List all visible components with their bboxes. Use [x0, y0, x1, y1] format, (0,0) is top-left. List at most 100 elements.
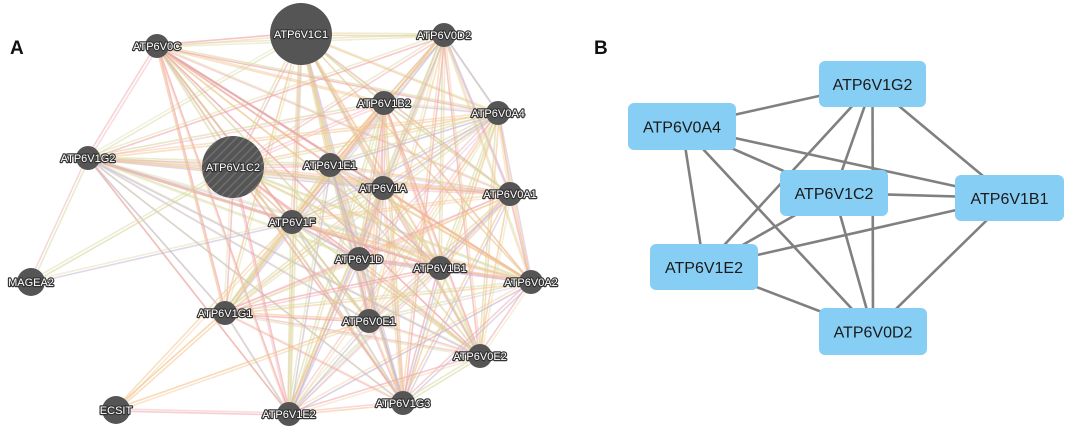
panel-a-node-label: ATP6V1B1	[413, 263, 467, 275]
panel-a-edge	[299, 32, 440, 268]
panel-a-node-label: ATP6V1A	[359, 183, 407, 195]
panel-a-node-label: ATP6V1G3	[376, 398, 431, 410]
panel-a-edge	[155, 44, 289, 414]
panel-a-edge	[290, 186, 383, 222]
panel-a-node-label: ATP6V0A4	[471, 108, 525, 120]
panel-b-node-atp6v1g2: ATP6V1G2	[819, 61, 926, 107]
panel-a-edge	[289, 103, 386, 416]
panel-a-edge	[367, 280, 531, 321]
panel-a-edge	[157, 46, 386, 105]
panel-a-node-label: ATP6V1C2	[206, 162, 260, 174]
panel-a-edge	[289, 268, 442, 416]
panel-a-edge	[385, 103, 500, 115]
panel-b-node-box	[628, 103, 736, 150]
panel-a-node-atp6v1a: ATP6V1A	[358, 176, 409, 200]
panel-a-edge	[233, 167, 405, 405]
panel-a-node-circle	[391, 391, 415, 415]
panel-a-edge	[328, 111, 498, 165]
panel-a-node-circle	[280, 210, 304, 234]
panel-a-edge	[234, 167, 512, 196]
panel-a-edge	[287, 163, 330, 414]
panel-a-edge	[328, 163, 510, 194]
panel-a-node-label: ATP6V0A2	[504, 277, 558, 289]
panel-a-node-circle	[145, 34, 169, 58]
panel-b-node-label: ATP6V0D2	[834, 325, 913, 342]
panel-a-node-atp6v1d: ATP6V1D	[334, 247, 384, 271]
panel-a-node-magea2: MAGEA2	[7, 268, 55, 296]
panel-a-edge	[299, 32, 510, 194]
panel-a-edge	[328, 163, 480, 356]
panel-b-node-box	[650, 244, 758, 290]
panel-a-edge	[88, 158, 291, 416]
panel-a-edge	[383, 188, 533, 284]
panel-a-edge	[359, 194, 512, 261]
panel-a-edge	[301, 34, 442, 270]
panel-a-edge	[114, 408, 288, 414]
panel-b-node-box	[819, 308, 927, 355]
panel-a-edge	[301, 34, 533, 284]
panel-a-node-atp6v0c: ATP6V0C	[132, 34, 182, 58]
panel-a-edge	[223, 220, 292, 313]
panel-a-edge	[225, 188, 385, 315]
panel-a-edge	[384, 103, 533, 284]
panel-a-edge	[438, 33, 444, 267]
panel-a-node-atp6v1e2: ATP6V1E2	[261, 402, 317, 426]
panel-a-edge	[403, 282, 533, 405]
panel-a-edge	[328, 163, 369, 321]
panel-b-edge-atp6v0a4-atp6v1b1	[681, 125, 1010, 200]
panel-a-edge	[287, 401, 402, 414]
panel-a-edge	[299, 32, 531, 282]
panel-a-edge	[442, 33, 480, 355]
panel-a-edge	[289, 356, 482, 416]
panel-a-edge	[233, 167, 442, 270]
panel-a-edge	[367, 319, 480, 356]
panel-a-node-atp6v1g2: ATP6V1G2	[59, 146, 117, 170]
panel-a-edge	[88, 158, 227, 315]
panel-a-edge	[301, 34, 405, 405]
panel-a-node-atp6v1f: ATP6V1F	[267, 210, 317, 234]
panel-a-edge	[440, 268, 533, 284]
panel-a-edge	[444, 35, 500, 115]
panel-a-edge	[508, 192, 531, 282]
panel-a-edge	[359, 259, 482, 358]
panel-a-edge	[480, 282, 533, 358]
panel-a-edge	[116, 313, 227, 412]
panel-a-edge	[233, 167, 291, 416]
panel-a-edge	[401, 192, 510, 403]
panel-a-edge	[86, 156, 531, 282]
panel-a-node-circle	[432, 23, 456, 47]
panel-a-edge	[157, 46, 533, 284]
panel-a-edge	[157, 46, 332, 167]
panel-a-edge	[89, 113, 500, 160]
panel-a-letter: A	[10, 38, 24, 59]
panel-a-node-atp6v1b1: ATP6V1B1	[412, 256, 468, 280]
panel-a-edge	[367, 266, 440, 321]
panel-b-node-label: ATP6V1B1	[971, 191, 1049, 208]
panel-a-edge	[157, 46, 227, 315]
panel-a-edge	[328, 163, 440, 268]
panel-a-edge	[86, 44, 157, 158]
panel-a-node-atp6v1b2: ATP6V1B2	[356, 91, 412, 115]
panel-b-node-atp6v1e2: ATP6V1E2	[650, 244, 758, 290]
panel-a-edge	[330, 103, 386, 167]
panel-a-edge	[223, 280, 530, 313]
panel-a-node-label: ATP6V1D	[335, 254, 383, 266]
panel-a-edge	[401, 266, 440, 403]
panel-a-edge	[225, 113, 500, 315]
panel-a-edge	[330, 165, 512, 196]
panel-a-edge	[289, 194, 512, 416]
panel-a-edge	[289, 321, 371, 416]
panel-a-edge	[225, 222, 294, 315]
panel-a-edge	[223, 257, 359, 313]
panel-a-edge	[330, 165, 533, 284]
panel-b-node-box	[780, 170, 888, 216]
panel-a-edge	[369, 321, 482, 358]
panel-a-node-circle	[371, 176, 395, 200]
panel-a-edge	[233, 167, 371, 323]
panel-a-edge	[292, 222, 533, 284]
panel-a-edge	[287, 192, 510, 414]
panel-a-node-label: ATP6V1F	[269, 217, 316, 229]
panel-a-node-circle	[202, 136, 264, 198]
